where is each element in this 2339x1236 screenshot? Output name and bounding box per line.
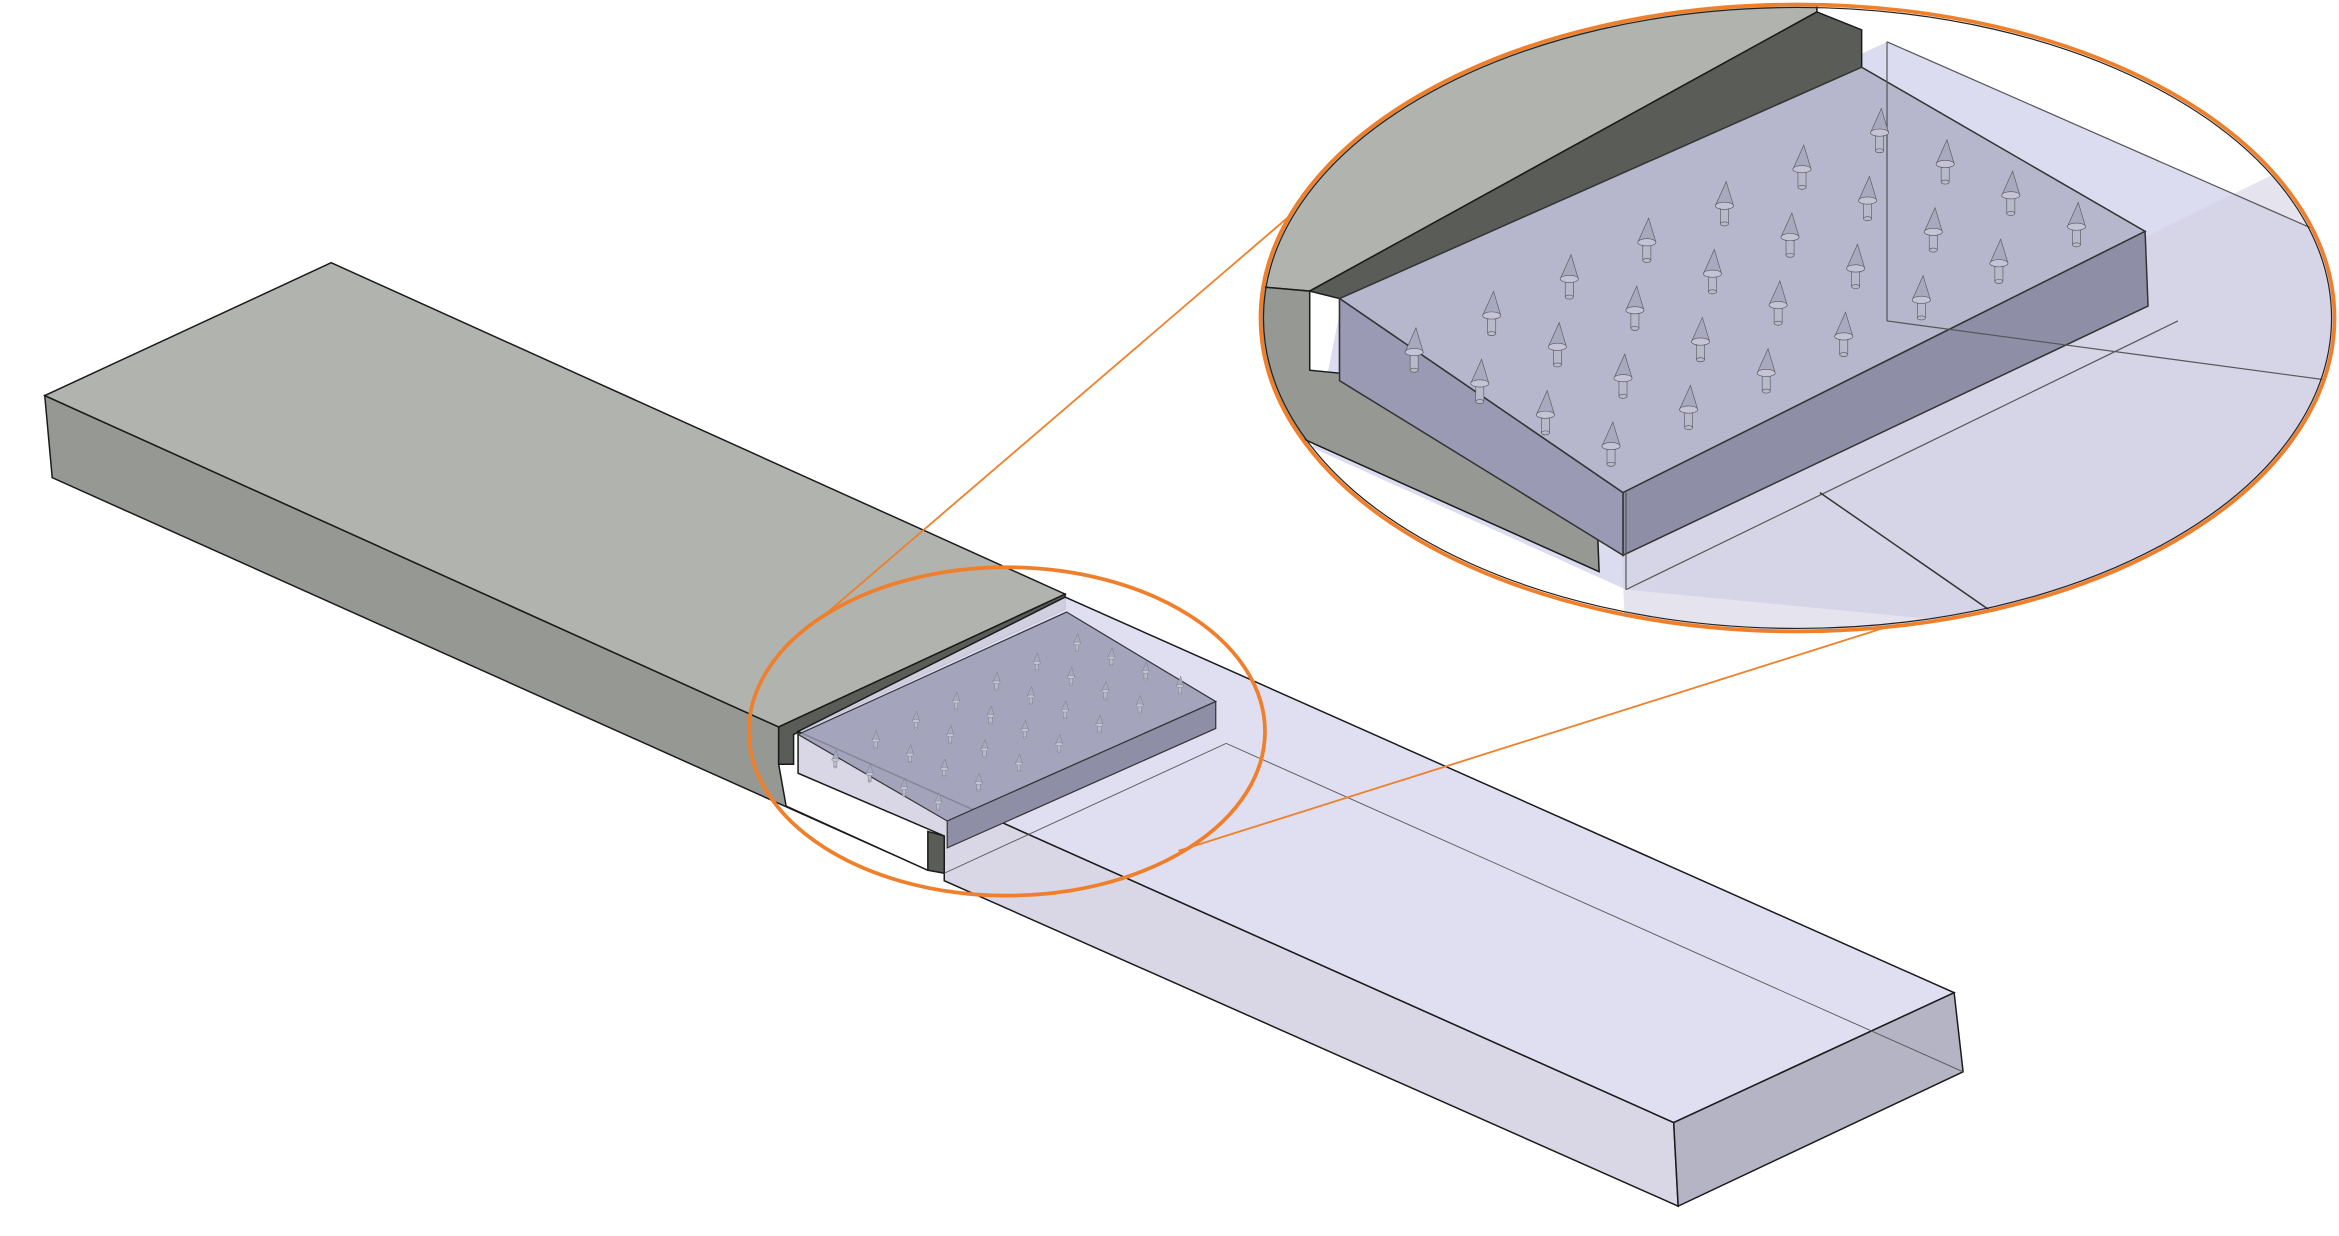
pin bbox=[1756, 347, 1776, 394]
pin bbox=[1834, 311, 1854, 357]
pin bbox=[1107, 647, 1116, 666]
pin-pad-side bbox=[946, 700, 1217, 849]
leader-line bbox=[1178, 626, 1888, 852]
pin bbox=[1020, 719, 1029, 739]
pin bbox=[1026, 686, 1035, 705]
highlight-ellipse bbox=[746, 565, 1267, 898]
pin bbox=[1911, 274, 1931, 321]
pin bbox=[1482, 290, 1502, 336]
pin bbox=[1095, 714, 1104, 734]
pin bbox=[1055, 734, 1063, 753]
pin bbox=[871, 730, 880, 749]
pin bbox=[1625, 285, 1645, 331]
inset-transparent-front bbox=[1618, 119, 2335, 632]
pin bbox=[1176, 675, 1184, 695]
pin bbox=[1404, 327, 1424, 373]
pin bbox=[1792, 144, 1812, 190]
pin bbox=[1989, 238, 2009, 284]
pin bbox=[1935, 138, 1955, 185]
pin bbox=[986, 705, 995, 725]
pin bbox=[1061, 700, 1069, 719]
pin bbox=[1535, 389, 1555, 436]
pin-array-inset bbox=[1404, 107, 2086, 467]
hidden-edge bbox=[1226, 742, 1964, 1073]
transparent-block bbox=[796, 596, 1964, 1208]
pin bbox=[1101, 681, 1110, 700]
pin bbox=[974, 772, 983, 792]
inset-edge bbox=[1886, 41, 2335, 262]
pin bbox=[1702, 248, 1722, 295]
inset-edge bbox=[1819, 491, 2015, 628]
pin bbox=[831, 749, 840, 769]
pin bbox=[1870, 107, 1890, 154]
pin bbox=[906, 744, 914, 763]
pin bbox=[1679, 384, 1699, 430]
pin-array-small bbox=[831, 633, 1184, 811]
pin bbox=[1923, 206, 1943, 253]
pin bbox=[1135, 695, 1144, 714]
hidden-edge bbox=[944, 742, 1227, 874]
pin bbox=[1470, 358, 1490, 404]
pin bbox=[940, 758, 949, 778]
pin bbox=[1547, 321, 1567, 368]
pin bbox=[1073, 633, 1081, 652]
substrate-step-face bbox=[927, 830, 945, 875]
pin bbox=[865, 763, 874, 783]
pin bbox=[1637, 217, 1657, 263]
pin bbox=[1032, 652, 1041, 672]
pin bbox=[1559, 253, 1579, 300]
pin bbox=[1067, 666, 1075, 686]
inset-border bbox=[1258, 2, 2337, 634]
pin bbox=[1858, 175, 1878, 222]
pin bbox=[992, 672, 1001, 691]
pin bbox=[1014, 753, 1023, 772]
pin bbox=[1691, 316, 1711, 363]
pin bbox=[934, 792, 943, 811]
pin bbox=[2066, 201, 2086, 248]
pin bbox=[1141, 661, 1150, 681]
pin bbox=[2001, 170, 2021, 216]
pin bbox=[980, 739, 989, 758]
inset-edge bbox=[1625, 320, 2179, 591]
leader-line bbox=[827, 208, 1299, 613]
pin bbox=[1714, 180, 1734, 227]
pin bbox=[946, 725, 955, 744]
pin bbox=[912, 710, 920, 730]
pin bbox=[952, 691, 961, 711]
inset-edge bbox=[1886, 320, 2335, 389]
zoom-inset bbox=[1258, 2, 2337, 634]
pin bbox=[1613, 353, 1633, 399]
pin bbox=[1780, 212, 1800, 258]
pin bbox=[1846, 243, 1866, 289]
pin bbox=[1601, 421, 1621, 467]
pin bbox=[1768, 279, 1788, 326]
pin bbox=[900, 778, 908, 797]
